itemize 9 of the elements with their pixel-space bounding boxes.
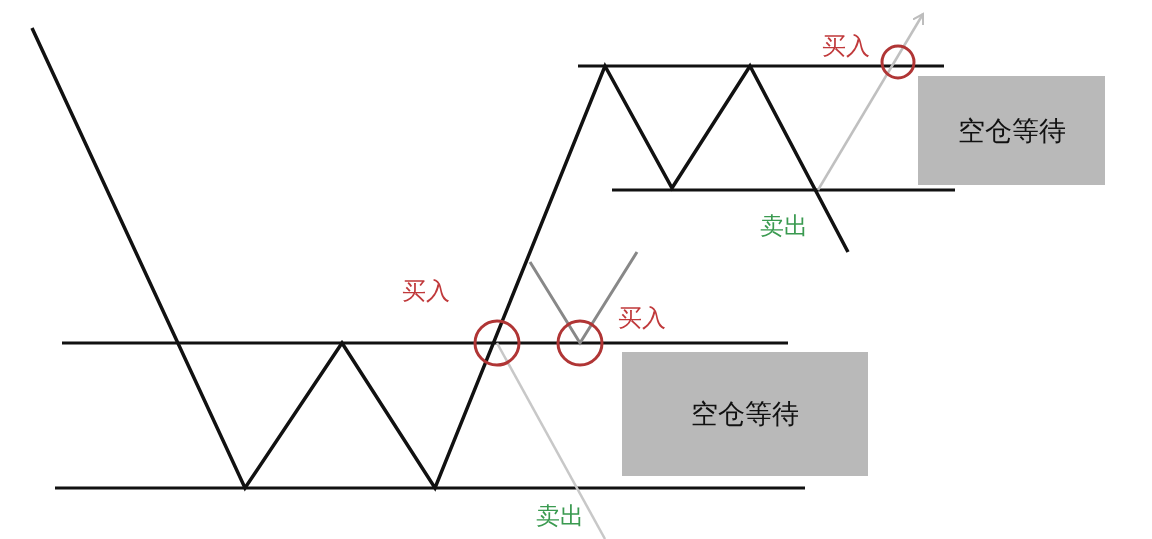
- waiting-box: [918, 76, 1105, 185]
- sell-label: 卖出: [760, 211, 808, 242]
- buy-label: 买入: [618, 303, 666, 334]
- box-text: 空仓等待: [957, 113, 1066, 148]
- buy-label: 买入: [822, 31, 870, 62]
- sell-label: 卖出: [536, 501, 584, 532]
- box-text: 空仓等待: [691, 397, 799, 431]
- buy-label: 买入: [402, 276, 450, 307]
- waiting-box: [622, 352, 868, 476]
